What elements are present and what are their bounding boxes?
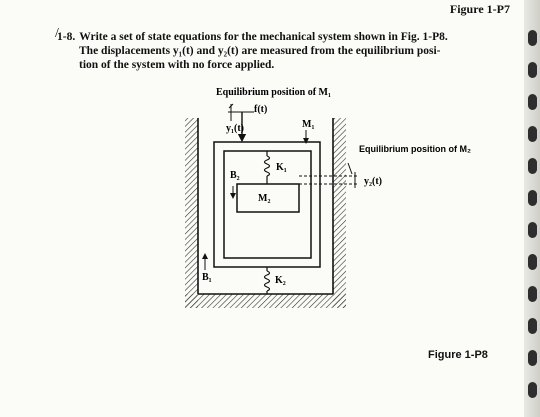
problem-line-2: The displacements y₁(t) and y₂(t) are me… <box>79 45 441 57</box>
spring-k2 <box>263 267 271 294</box>
problem-line-3: tion of the system with no force applied… <box>79 59 275 71</box>
figure-caption: Figure 1-P8 <box>428 349 488 361</box>
check-mark: / <box>55 26 59 41</box>
b2-label: B₂ <box>230 170 240 181</box>
m2-eq-pointer <box>347 162 353 175</box>
eq-pos-m1-label: Equilibrium position of M₁ <box>216 87 331 98</box>
problem-number: 1-8. <box>57 31 76 43</box>
k1-label: K₁ <box>276 162 287 173</box>
problem-line-1: 1-8.Write a set of state equations for t… <box>57 31 448 43</box>
previous-figure-caption: Figure 1-P7 <box>449 2 510 16</box>
y2-label: y₂(t) <box>364 176 382 187</box>
eq-pos-m2-label: Equilibrium position of M₂ <box>359 144 471 154</box>
y1-label: y₁(t) <box>226 123 244 134</box>
m2-label: M₂ <box>258 193 270 204</box>
book-spine-edge <box>524 0 540 417</box>
ground-support <box>185 118 346 308</box>
force-label: f(t) <box>254 104 267 115</box>
mass-m1-outer <box>213 141 321 268</box>
k2-label: K₂ <box>275 275 286 286</box>
b1-label: B₁ <box>202 272 212 283</box>
y1-reference <box>228 103 254 121</box>
m2-equilibrium-lines <box>299 175 358 185</box>
mass-m2 <box>236 183 300 213</box>
problem-statement: 1-8.Write a set of state equations for t… <box>57 30 497 72</box>
m1-label: M₁ <box>302 119 314 130</box>
spring-k1 <box>263 151 271 184</box>
